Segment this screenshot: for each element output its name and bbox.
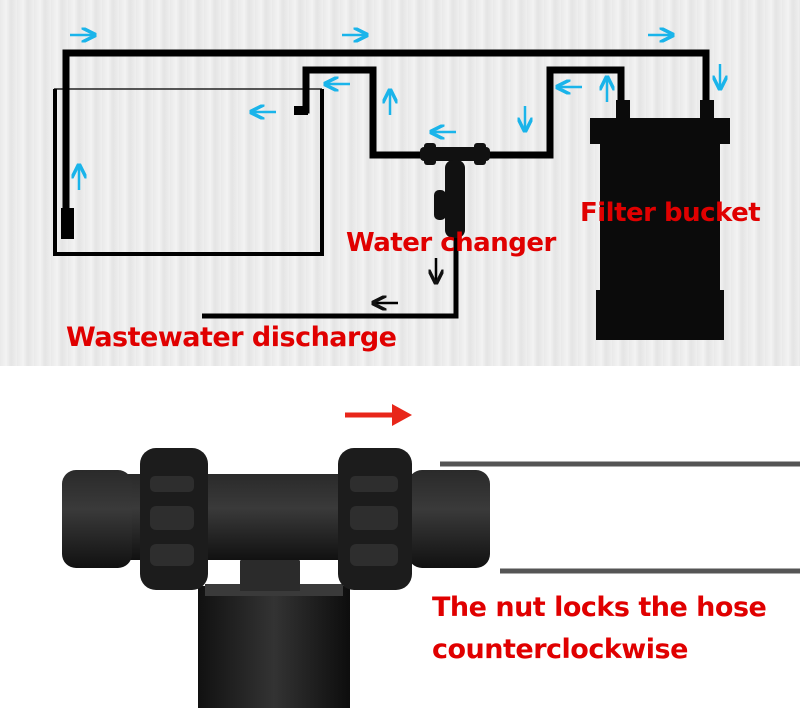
right-end-cap <box>408 470 490 568</box>
water-changer-label: Water changer <box>346 228 556 258</box>
filter-bucket-label: Filter bucket <box>580 198 761 228</box>
outlet-nozzle <box>294 106 308 115</box>
fitting-photo: The nut locks the hose counterclockwise <box>0 366 800 708</box>
left-end-cap <box>62 470 132 568</box>
right-locking-nut <box>338 448 412 590</box>
diagram-drawing <box>53 0 730 340</box>
intake-strainer <box>61 208 74 239</box>
inlet-pipe <box>300 66 625 159</box>
caption-line-2: counterclockwise <box>432 634 688 665</box>
drain-pipe <box>202 230 459 319</box>
flow-diagram: Filter bucket Water changer Wastewater d… <box>0 0 800 366</box>
filter-bucket <box>590 100 730 340</box>
water-changer-valve <box>420 143 490 238</box>
direction-arrow <box>345 404 412 426</box>
fitting-stem <box>198 586 350 708</box>
aquarium-tank <box>53 88 324 256</box>
return-pipe <box>62 49 710 212</box>
left-locking-nut <box>140 448 208 590</box>
caption-line-1: The nut locks the hose <box>432 592 767 623</box>
fitting-drawing <box>62 404 800 708</box>
wastewater-discharge-label: Wastewater discharge <box>66 322 397 353</box>
